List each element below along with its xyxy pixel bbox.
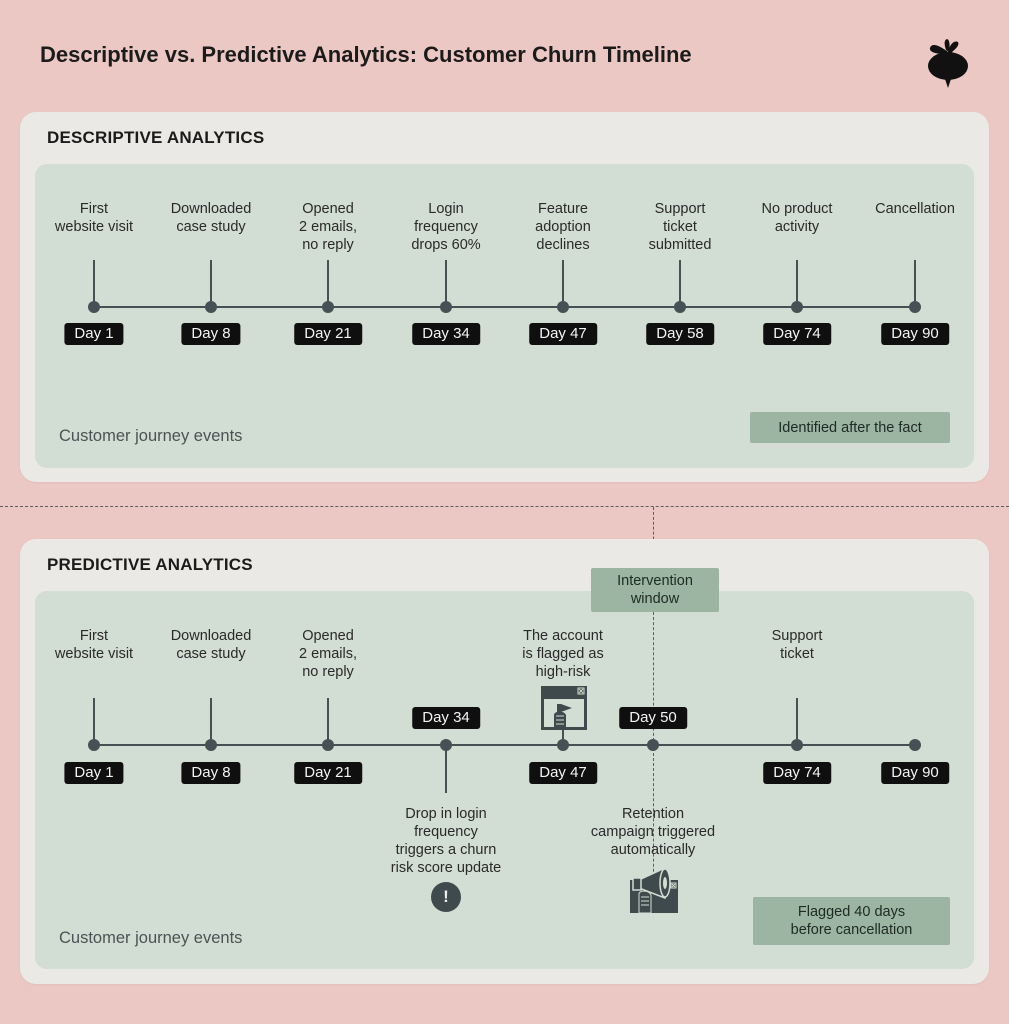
descriptive-day-tag: Day 21 bbox=[294, 323, 362, 345]
descriptive-event-label: No product activity bbox=[761, 201, 833, 235]
descriptive-dot bbox=[88, 301, 100, 313]
predictive-stem bbox=[327, 698, 329, 744]
predictive-event-label: Opened 2 emails, no reply bbox=[298, 628, 358, 680]
descriptive-dot bbox=[674, 301, 686, 313]
predictive-day-tag: Day 90 bbox=[881, 762, 949, 784]
predictive-timeline-axis bbox=[94, 744, 915, 746]
descriptive-timeline-axis bbox=[94, 306, 915, 308]
descriptive-heading: DESCRIPTIVE ANALYTICS bbox=[47, 128, 265, 147]
predictive-day-tag: Day 21 bbox=[294, 762, 362, 784]
page-title: Descriptive vs. Predictive Analytics: Cu… bbox=[40, 42, 692, 67]
descriptive-dot bbox=[557, 301, 569, 313]
megaphone-campaign-icon bbox=[630, 866, 678, 914]
predictive-stem bbox=[562, 730, 564, 744]
predictive-event-label: Support ticket bbox=[771, 628, 823, 662]
predictive-dot bbox=[909, 739, 921, 751]
section-divider bbox=[0, 506, 1009, 507]
predictive-dot bbox=[557, 739, 569, 751]
descriptive-day-tag: Day 58 bbox=[646, 323, 714, 345]
descriptive-event-label: Login frequency drops 60% bbox=[411, 201, 481, 253]
descriptive-stem bbox=[679, 260, 681, 306]
descriptive-event-label: Support ticket submitted bbox=[648, 201, 712, 253]
descriptive-stem bbox=[562, 260, 564, 306]
predictive-day-tag: Day 34 bbox=[412, 707, 480, 729]
predictive-stem bbox=[445, 745, 447, 793]
predictive-dot bbox=[791, 739, 803, 751]
predictive-heading: PREDICTIVE ANALYTICS bbox=[47, 555, 253, 574]
descriptive-event-label: Feature adoption declines bbox=[535, 201, 591, 253]
descriptive-stem bbox=[796, 260, 798, 306]
descriptive-stem bbox=[93, 260, 95, 306]
predictive-event-label: First website visit bbox=[54, 628, 134, 662]
descriptive-stem bbox=[914, 260, 916, 306]
predictive-day-tag: Day 8 bbox=[181, 762, 241, 784]
descriptive-dot bbox=[322, 301, 334, 313]
intervention-window-badge: Intervention window bbox=[591, 568, 719, 612]
warning-icon: ! bbox=[431, 882, 461, 912]
predictive-event-label: The account is flagged as high-risk bbox=[522, 628, 604, 680]
descriptive-stem bbox=[445, 260, 447, 306]
descriptive-badge: Identified after the fact bbox=[750, 412, 950, 443]
predictive-day-tag: Day 50 bbox=[619, 707, 687, 729]
predictive-day-tag: Day 47 bbox=[529, 762, 597, 784]
descriptive-event-label: First website visit bbox=[54, 201, 134, 235]
flagged-account-icon bbox=[541, 686, 587, 730]
descriptive-stem bbox=[210, 260, 212, 306]
descriptive-dot bbox=[791, 301, 803, 313]
predictive-badge: Flagged 40 days before cancellation bbox=[753, 897, 950, 945]
intervention-line-upper bbox=[653, 507, 654, 569]
descriptive-day-tag: Day 90 bbox=[881, 323, 949, 345]
predictive-dot bbox=[88, 739, 100, 751]
descriptive-day-tag: Day 34 bbox=[412, 323, 480, 345]
predictive-day-tag: Day 1 bbox=[64, 762, 124, 784]
intervention-line-lower bbox=[653, 612, 654, 912]
predictive-dot bbox=[647, 739, 659, 751]
beet-logo-icon bbox=[928, 39, 968, 88]
descriptive-day-tag: Day 74 bbox=[763, 323, 831, 345]
descriptive-day-tag: Day 1 bbox=[64, 323, 124, 345]
descriptive-card: DESCRIPTIVE ANALYTICS bbox=[20, 112, 989, 482]
predictive-event-label: Retention campaign triggered automatical… bbox=[590, 806, 716, 858]
predictive-stem bbox=[796, 698, 798, 744]
descriptive-day-tag: Day 47 bbox=[529, 323, 597, 345]
descriptive-dot bbox=[205, 301, 217, 313]
predictive-stem bbox=[210, 698, 212, 744]
predictive-event-label: Drop in login frequency triggers a churn… bbox=[390, 806, 502, 876]
descriptive-stem bbox=[327, 260, 329, 306]
descriptive-dot bbox=[909, 301, 921, 313]
descriptive-event-label: Cancellation bbox=[875, 201, 955, 217]
predictive-event-label: Downloaded case study bbox=[170, 628, 252, 662]
predictive-day-tag: Day 74 bbox=[763, 762, 831, 784]
descriptive-event-label: Downloaded case study bbox=[170, 201, 252, 235]
descriptive-day-tag: Day 8 bbox=[181, 323, 241, 345]
descriptive-event-label: Opened 2 emails, no reply bbox=[298, 201, 358, 253]
descriptive-footer-label: Customer journey events bbox=[59, 427, 243, 445]
predictive-dot bbox=[322, 739, 334, 751]
predictive-footer-label: Customer journey events bbox=[59, 929, 243, 947]
descriptive-dot bbox=[440, 301, 452, 313]
predictive-dot bbox=[205, 739, 217, 751]
predictive-dot bbox=[440, 739, 452, 751]
predictive-stem bbox=[93, 698, 95, 744]
